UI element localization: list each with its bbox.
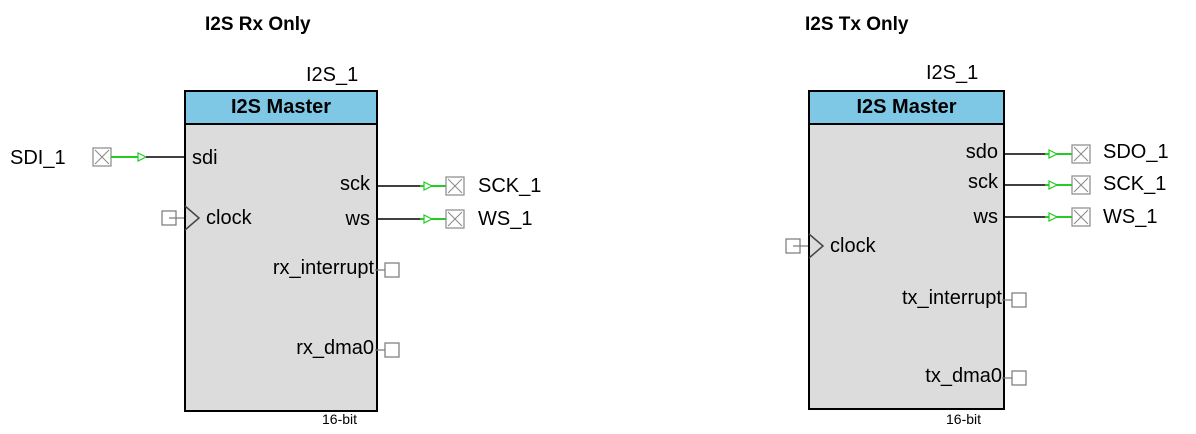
pin-ws-tx: ws [973, 206, 998, 228]
component-header-tx: I2S Master [810, 92, 1003, 125]
i2s-master-block-tx[interactable]: I2S Master [808, 90, 1005, 410]
pin-rx-interrupt: rx_interrupt [272, 257, 374, 279]
pin-rx-dma0: rx_dma0 [296, 337, 374, 359]
pin-tx-dma0: tx_dma0 [925, 365, 1002, 387]
sck-arrow-icon-tx [1048, 180, 1059, 190]
bit-width-rx: 16-bit [322, 411, 358, 427]
pin-sdi: sdi [192, 147, 218, 169]
i2s-master-block-rx[interactable]: I2S Master [184, 90, 378, 412]
pin-sck-rx: sck [340, 173, 370, 195]
net-label-sck-rx: SCK_1 [478, 175, 542, 197]
pin-clock-tx: clock [830, 235, 876, 257]
rx-dma0-terminal-icon[interactable] [375, 342, 400, 358]
clock-triangle-icon-rx [184, 205, 201, 231]
sck-arrow-icon-rx [423, 181, 434, 191]
ws-port-icon-rx[interactable] [445, 209, 465, 229]
pin-sck-tx: sck [968, 171, 998, 193]
net-label-ws-tx: WS_1 [1103, 206, 1158, 228]
tx-dma0-terminal-icon[interactable] [1002, 370, 1027, 386]
ws-arrow-icon-rx [423, 214, 434, 224]
sdo-arrow-icon [1048, 149, 1059, 159]
pin-tx-interrupt: tx_interrupt [901, 287, 1002, 309]
ws-port-icon-tx[interactable] [1071, 207, 1091, 227]
sck-port-icon-tx[interactable] [1071, 175, 1091, 195]
tx-interrupt-terminal-icon[interactable] [1002, 292, 1027, 308]
sdi-arrow-icon [137, 152, 148, 162]
pin-sdo: sdo [965, 141, 998, 163]
sdi-port-icon[interactable] [92, 147, 112, 167]
pin-ws-rx: ws [345, 208, 370, 230]
instance-name-tx: I2S_1 [926, 62, 979, 84]
net-label-ws-rx: WS_1 [478, 208, 533, 230]
bit-width-tx: 16-bit [946, 411, 982, 427]
instance-name-rx: I2S_1 [306, 64, 359, 86]
sck-port-icon-rx[interactable] [445, 176, 465, 196]
net-label-sdi: SDI_1 [10, 147, 66, 169]
pin-clock-rx: clock [206, 207, 252, 229]
diagram-title-rx: I2S Rx Only [205, 14, 311, 35]
net-label-sdo: SDO_1 [1103, 141, 1169, 163]
clock-port-icon-rx[interactable] [161, 210, 184, 226]
clock-triangle-icon-tx [808, 233, 825, 259]
clock-port-icon-tx[interactable] [785, 238, 808, 254]
sdo-port-icon[interactable] [1071, 144, 1091, 164]
ws-arrow-icon-tx [1048, 212, 1059, 222]
component-header-rx: I2S Master [186, 92, 376, 125]
rx-interrupt-terminal-icon[interactable] [375, 262, 400, 278]
diagram-title-tx: I2S Tx Only [805, 14, 909, 35]
net-label-sck-tx: SCK_1 [1103, 173, 1167, 195]
